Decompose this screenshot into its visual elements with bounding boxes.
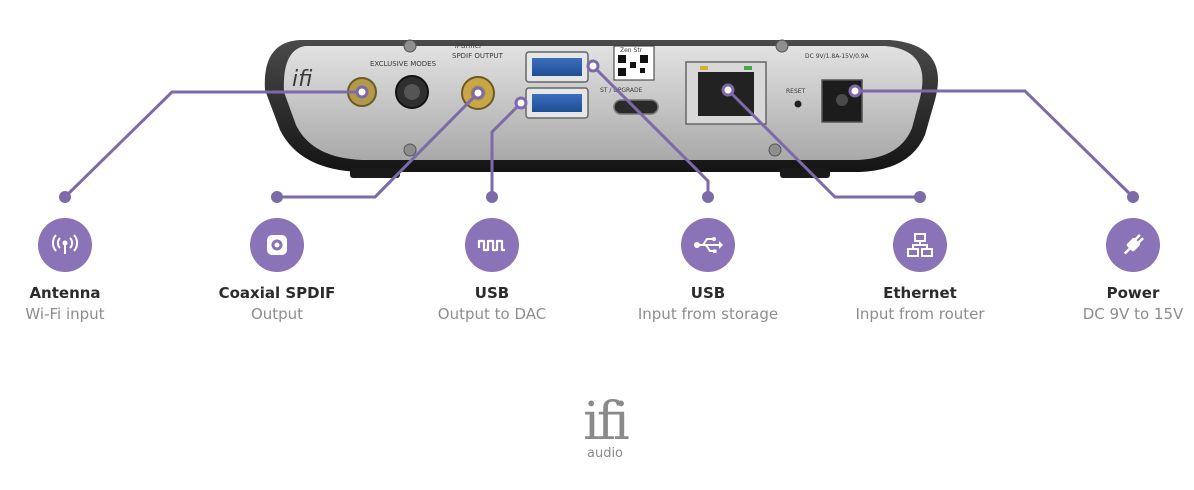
callout-dot bbox=[586, 59, 600, 73]
callout-end-dot bbox=[486, 191, 498, 203]
qr-block bbox=[630, 62, 636, 68]
port-ethernet: Ethernet Input from router bbox=[820, 218, 1020, 323]
callout-end-dot bbox=[271, 191, 283, 203]
device-foot bbox=[780, 168, 830, 178]
mode-knob-center bbox=[404, 84, 420, 100]
port-usb-out: USB Output to DAC bbox=[392, 218, 592, 323]
plug-icon bbox=[1106, 218, 1160, 272]
coaxial-icon bbox=[250, 218, 304, 272]
callout-end-dot bbox=[702, 191, 714, 203]
callout-dot bbox=[721, 83, 735, 97]
port-subtitle: Output bbox=[250, 305, 304, 323]
callout-dots bbox=[355, 59, 862, 110]
callout-lines bbox=[63, 64, 1135, 199]
ethernet-led bbox=[744, 66, 752, 70]
callout-dot bbox=[355, 85, 369, 99]
callout-end-dot bbox=[59, 191, 71, 203]
callout-end-dots bbox=[59, 191, 1139, 203]
port-subtitle: Output to DAC bbox=[437, 305, 547, 323]
port-usb-in: USB Input from storage bbox=[608, 218, 808, 323]
screw-icon bbox=[775, 39, 789, 53]
callout-dot bbox=[471, 86, 485, 100]
panel-brand-mark: ifi bbox=[292, 67, 313, 92]
callout-line-usb-out bbox=[490, 101, 523, 197]
reset-button bbox=[794, 100, 802, 108]
usb-port-bottom-tongue bbox=[532, 94, 582, 112]
qr-block bbox=[640, 55, 648, 63]
port-subtitle: Wi-Fi input bbox=[25, 305, 105, 323]
callout-end-dot bbox=[914, 191, 926, 203]
screw-icon bbox=[403, 39, 417, 53]
port-title: Coaxial SPDIF bbox=[218, 284, 336, 302]
port-coaxial: Coaxial SPDIF Output bbox=[177, 218, 377, 323]
waveform-icon bbox=[465, 218, 519, 272]
device-foot bbox=[350, 168, 400, 178]
callout-dot bbox=[848, 84, 862, 98]
port-title: USB bbox=[690, 284, 726, 302]
screw-icon bbox=[403, 143, 417, 157]
port-title: USB bbox=[474, 284, 510, 302]
network-icon bbox=[893, 218, 947, 272]
logo-mark: ifi bbox=[583, 392, 630, 452]
usb-icon bbox=[681, 218, 735, 272]
spdif-output-label: SPDIF OUTPUT bbox=[452, 52, 504, 60]
callout-line-coaxial bbox=[277, 91, 480, 199]
qr-block bbox=[618, 68, 626, 76]
wifi-icon bbox=[38, 218, 92, 272]
callout-line-ethernet bbox=[726, 88, 920, 199]
usb-port-top-tongue bbox=[532, 58, 582, 76]
port-title: Ethernet bbox=[883, 284, 957, 302]
dc-input-pin bbox=[836, 94, 848, 106]
dc-rating-label: DC 9V/1.8A-15V/0.9A bbox=[805, 53, 870, 60]
port-subtitle: DC 9V to 15V bbox=[1082, 305, 1184, 323]
qr-block bbox=[618, 55, 626, 63]
port-power: Power DC 9V to 15V bbox=[1033, 218, 1194, 323]
port-subtitle: Input from storage bbox=[637, 305, 779, 323]
screw-icon bbox=[768, 143, 782, 157]
exclusive-modes-label: EXCLUSIVE MODES bbox=[370, 60, 437, 68]
spdif-brand-label: iPurifier bbox=[455, 42, 483, 50]
reset-label: RESET bbox=[786, 88, 806, 95]
qr-block bbox=[640, 68, 645, 73]
port-subtitle: Input from router bbox=[855, 305, 985, 323]
port-title: Antenna bbox=[29, 284, 101, 302]
callout-line-antenna bbox=[63, 90, 362, 199]
ethernet-led bbox=[700, 66, 708, 70]
port-title: Power bbox=[1106, 284, 1160, 302]
upgrade-label: ST / UPGRADE bbox=[600, 87, 643, 94]
ifi-audio-logo: ifi audio bbox=[545, 396, 665, 461]
callout-line-power bbox=[855, 89, 1135, 199]
callout-dot bbox=[514, 96, 528, 110]
callout-end-dot bbox=[1127, 191, 1139, 203]
qr-label: Zen Str bbox=[620, 47, 643, 54]
port-antenna: Antenna Wi-Fi input bbox=[0, 218, 165, 323]
logo-subtext: audio bbox=[586, 446, 624, 461]
